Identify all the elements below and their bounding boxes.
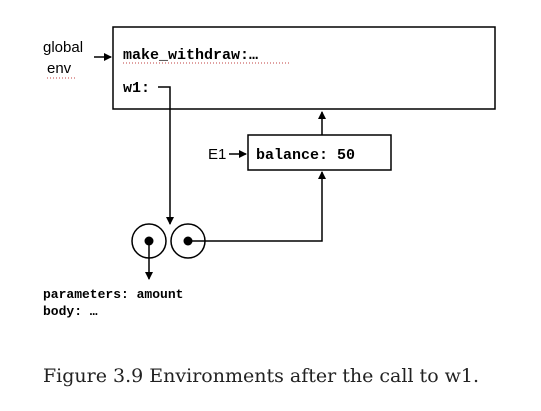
binding-make-withdraw: make_withdraw:… xyxy=(123,47,258,64)
binding-balance: balance: 50 xyxy=(256,147,355,164)
w1-pointer xyxy=(158,86,174,225)
binding-w1: w1: xyxy=(123,80,150,97)
procedure-body: body: … xyxy=(43,304,98,319)
procedure-env-pointer xyxy=(188,171,326,242)
figure-caption: Figure 3.9 Environments after the call t… xyxy=(43,365,479,387)
e1-label: E1 xyxy=(208,146,226,163)
global-env-label-2: env xyxy=(47,60,72,77)
global-frame xyxy=(112,26,496,110)
global-env-label: global xyxy=(43,39,83,56)
procedure-parameters: parameters: amount xyxy=(43,287,183,302)
e1-frame xyxy=(247,134,392,171)
